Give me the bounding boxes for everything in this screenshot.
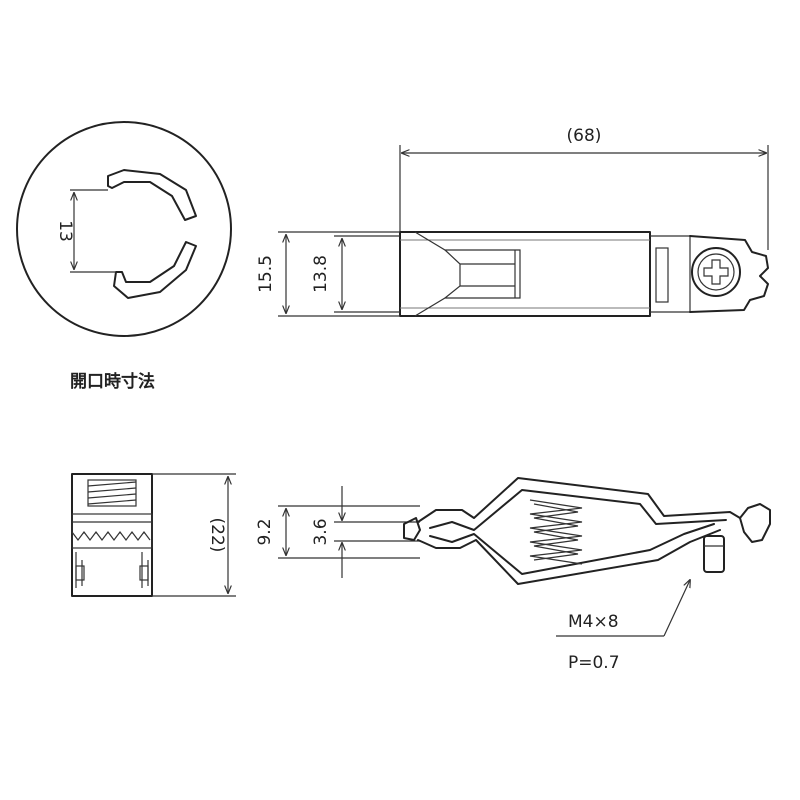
screw (703, 535, 725, 573)
dim-height-inner: 13.8 (311, 255, 331, 293)
lower-arm (417, 529, 721, 585)
opening-detail: 13 (16, 121, 232, 337)
caption: 開口時寸法 (70, 371, 155, 392)
callout-screw: M4×8 (568, 612, 619, 632)
dim-jaw-inner: 3.6 (311, 518, 331, 545)
upper-jaw (107, 169, 197, 221)
screw-head (691, 247, 741, 297)
detail-circle (16, 121, 232, 337)
end-view: (22) (71, 473, 236, 597)
clip-body (399, 231, 651, 317)
serration (71, 531, 151, 541)
callout-pitch: P=0.7 (568, 653, 620, 673)
dim-overall-length: (68) (567, 126, 602, 146)
spring (529, 499, 583, 565)
lower-jaw (113, 241, 197, 299)
dim-jaw-outer: 9.2 (255, 518, 275, 545)
dim-width: (22) (207, 518, 227, 553)
screw-tab (689, 235, 769, 313)
upper-arm (417, 477, 741, 523)
dim-height-outer: 15.5 (256, 255, 276, 293)
dim-opening: 13 (55, 220, 75, 242)
side-view: 9.2 3.6 M4×8 P=0.7 (255, 477, 771, 673)
top-view: (68) 15.5 13.8 (256, 126, 769, 317)
thumb-tab (739, 503, 771, 543)
